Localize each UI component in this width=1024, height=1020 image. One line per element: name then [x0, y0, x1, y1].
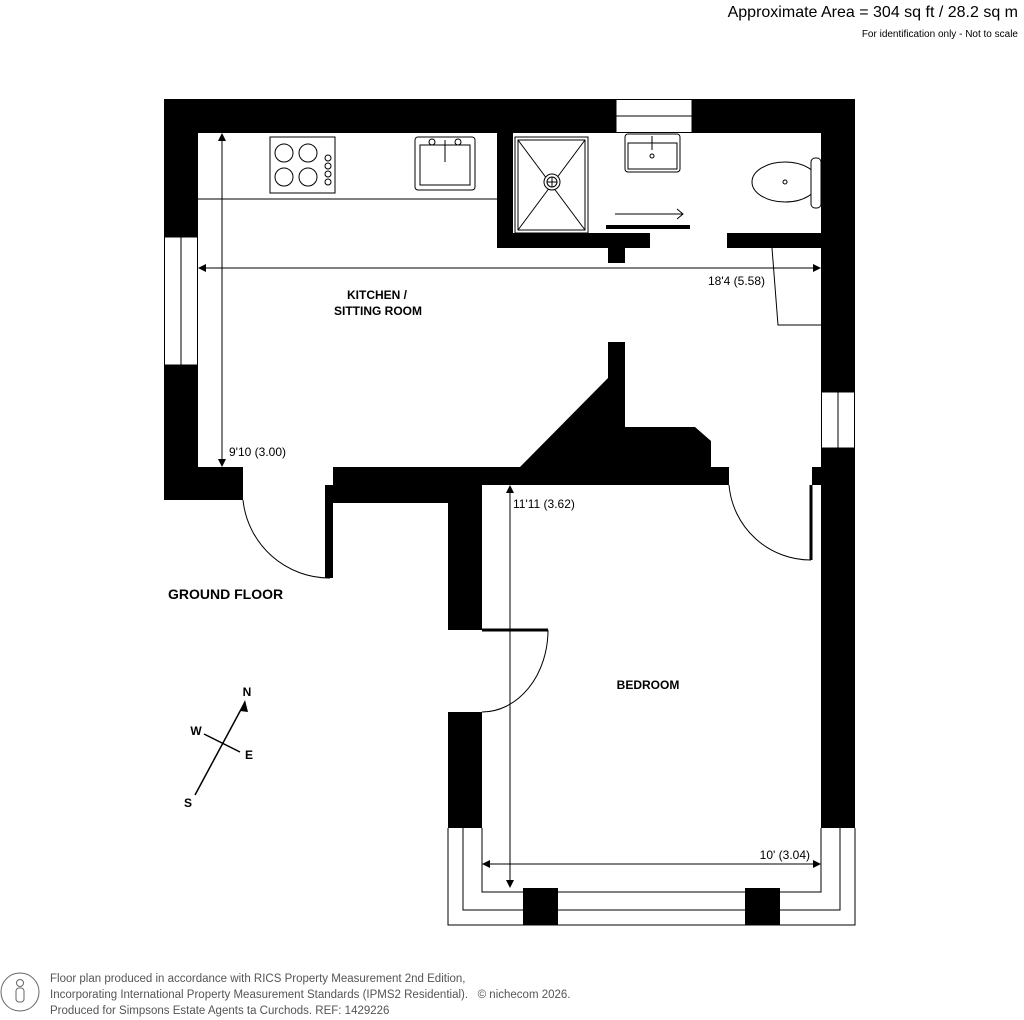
approximate-area: Approximate Area = 304 sq ft / 28.2 sq m	[727, 4, 1018, 21]
window-left	[164, 236, 198, 366]
kitchen-sink-icon	[414, 136, 476, 191]
bedroom-width: 10' (3.04)	[760, 848, 810, 862]
sliding-door-arrow-icon	[615, 208, 684, 220]
bay-window	[447, 828, 856, 926]
entrance-door-swing	[242, 499, 331, 579]
window-right	[821, 391, 855, 449]
dimension-lines	[202, 137, 816, 884]
footer-line-2: Incorporating International Property Mea…	[50, 987, 571, 1003]
bedroom-label: BEDROOM	[617, 678, 680, 692]
footer-line-3: Produced for Simpsons Estate Agents ta C…	[50, 1005, 390, 1017]
cupboard-outline	[771, 247, 821, 326]
toilet-icon	[751, 157, 822, 209]
basin-icon	[624, 133, 681, 173]
kitchen-width: 18'4 (5.58)	[708, 274, 765, 288]
shower-tray-icon	[514, 136, 589, 234]
kitchen-label-2: SITTING ROOM	[334, 304, 422, 318]
person-logo-icon	[0, 972, 40, 1012]
walls	[164, 99, 855, 925]
floor-label: GROUND FLOOR	[168, 586, 283, 602]
kitchen-label-1: KITCHEN /	[347, 288, 408, 302]
window-top	[615, 99, 693, 133]
hob-icon	[269, 136, 336, 194]
copyright: © nichecom 2026.	[477, 989, 571, 1001]
compass-w: W	[190, 724, 202, 738]
compass-e: E	[245, 748, 253, 762]
compass-n: N	[243, 685, 252, 699]
scale-note: For identification only - Not to scale	[861, 29, 1018, 40]
footer-line-2-text: Incorporating International Property Mea…	[50, 989, 469, 1001]
compass-s: S	[184, 796, 192, 810]
compass-icon	[194, 700, 248, 796]
bedroom-door-swing	[728, 484, 812, 561]
kitchen-depth: 9'10 (3.00)	[229, 445, 286, 459]
bedroom-depth: 11'11 (3.62)	[513, 497, 575, 511]
side-door-swing	[481, 629, 549, 713]
footer-line-1: Floor plan produced in accordance with R…	[50, 973, 466, 985]
